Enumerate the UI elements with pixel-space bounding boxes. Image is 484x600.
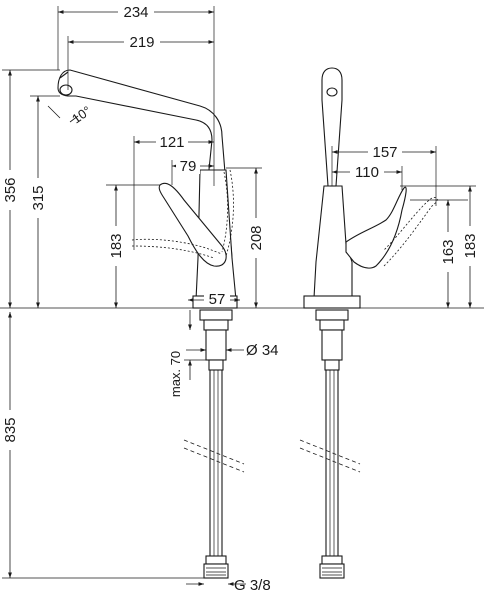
dim-835: 835 — [2, 417, 19, 442]
dim-dia-34: Ø 34 — [246, 342, 279, 359]
side-spout — [321, 67, 343, 187]
dim-183-side: 183 — [462, 233, 479, 258]
dim-121: 121 — [159, 134, 184, 151]
dim-315: 315 — [30, 185, 47, 210]
dim-g-3-8: G 3/8 — [234, 577, 271, 594]
dim-max-70: max. 70 — [168, 351, 183, 397]
front-lever — [158, 182, 227, 267]
dimension-lines — [8, 10, 472, 586]
dim-157: 157 — [372, 144, 397, 161]
aerator — [59, 84, 73, 96]
dim-110: 110 — [355, 164, 379, 181]
dim-183-front: 183 — [108, 233, 125, 258]
side-base — [303, 295, 361, 309]
side-view-faucet — [299, 67, 438, 579]
dim-57: 57 — [209, 291, 226, 308]
dim-10-deg: 10° — [69, 103, 94, 127]
dim-234: 234 — [123, 4, 148, 21]
dim-79: 79 — [180, 158, 197, 175]
side-lever — [345, 186, 407, 269]
dim-219: 219 — [129, 34, 154, 51]
dim-163: 163 — [440, 239, 457, 264]
dimension-labels: 234 219 356 315 10° 121 79 183 208 57 ma… — [1, 2, 479, 594]
side-body — [313, 185, 353, 299]
dim-208: 208 — [248, 225, 265, 250]
dim-356: 356 — [2, 177, 19, 202]
front-view-faucet — [57, 69, 245, 579]
